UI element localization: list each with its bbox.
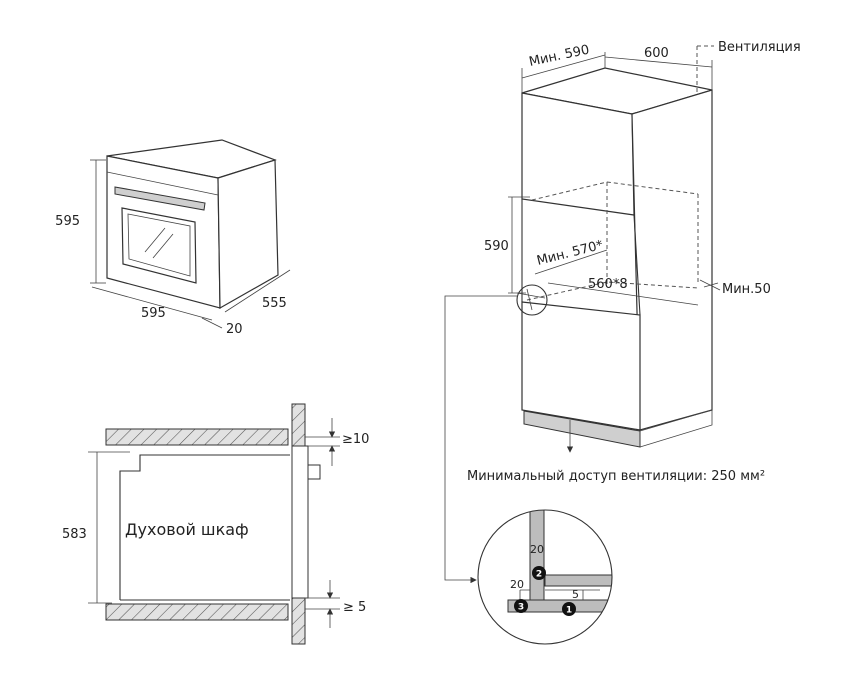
top-gap-label: ≥10 <box>342 432 369 447</box>
ventilation-label: Вентиляция <box>718 40 801 55</box>
min-width-label: Мин. 590 <box>528 43 591 70</box>
oven-side <box>217 159 279 310</box>
top-shelf <box>105 428 289 446</box>
section-view: ≥10 ≥ 5 583 Духовой шкаф <box>62 403 369 645</box>
upper-front <box>521 92 635 216</box>
cabinet-view: Минимальный доступ вентиляции: 250 мм² М… <box>467 40 801 484</box>
cabinet-side <box>631 89 713 431</box>
oven-isometric-view: 595 595 555 20 <box>55 139 291 337</box>
cabinet-width-label: 600 <box>644 46 669 61</box>
zoom-marker <box>516 284 548 316</box>
oven-window <box>121 207 197 284</box>
oven-depth-label: 555 <box>262 296 287 311</box>
niche-depth-label: 560*8 <box>588 277 628 292</box>
detail-leader <box>444 295 517 584</box>
detail-gap-label: 5 <box>572 588 579 601</box>
min-gap-label: Мин.50 <box>722 282 771 297</box>
badge-3-label: 3 <box>518 603 524 613</box>
section-height-label: 583 <box>62 527 87 542</box>
detail-view: 20 20 5 2 3 1 <box>477 509 613 645</box>
oven-width-label: 595 <box>141 306 166 321</box>
min-vent-access-label: Минимальный доступ вентиляции: 250 мм² <box>467 469 765 484</box>
detail-side-label: 20 <box>510 578 524 591</box>
bottom-shelf <box>105 603 289 621</box>
oven-height-label: 595 <box>55 214 80 229</box>
lower-front <box>521 301 641 431</box>
badge-3 <box>514 599 528 613</box>
badge-1 <box>562 602 576 616</box>
oven-handle <box>114 186 206 211</box>
niche-height-label: 590 <box>484 239 509 254</box>
oven-label: Духовой шкаф <box>125 520 249 539</box>
min-depth-label: Мин. 570* <box>535 238 605 269</box>
badge-1-label: 1 <box>566 606 572 616</box>
oven-door-label: 20 <box>226 322 243 337</box>
badge-2-label: 2 <box>536 570 542 580</box>
bottom-gap-label: ≥ 5 <box>343 600 366 615</box>
detail-top-label: 20 <box>530 543 544 556</box>
badge-2 <box>532 566 546 580</box>
